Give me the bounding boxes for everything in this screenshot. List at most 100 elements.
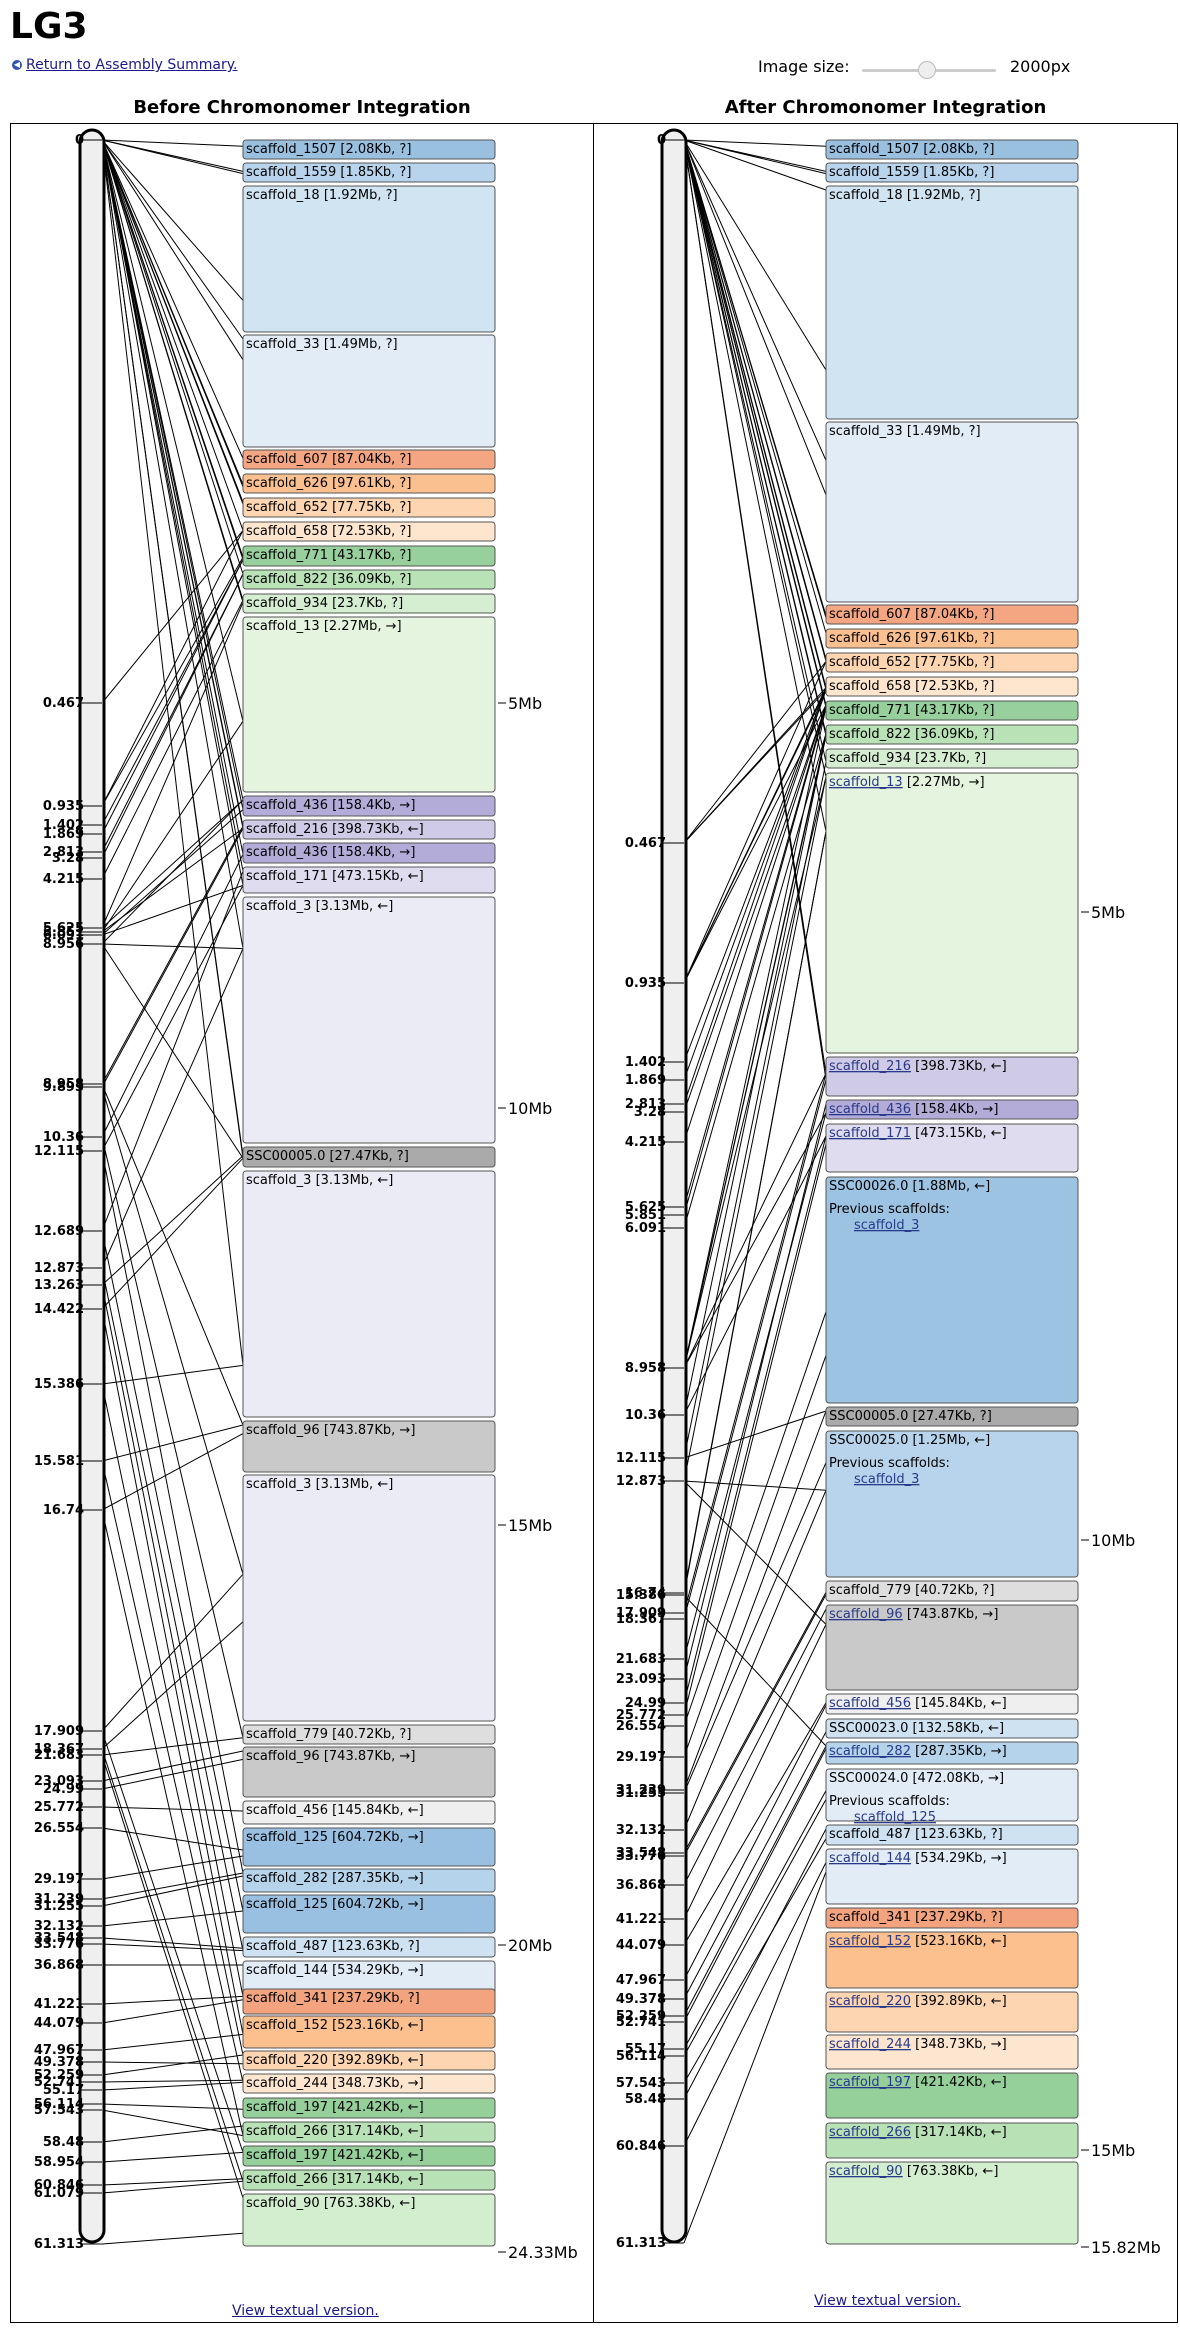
marker-label: 33.776 xyxy=(34,1937,84,1952)
marker-label: 8.956 xyxy=(43,937,84,952)
scaffold-label[interactable]: scaffold_244 [348.73Kb, →] xyxy=(829,2037,1007,2052)
marker-connector xyxy=(683,139,827,461)
scaffold-box: SSC00005.0 [27.47Kb, ?] xyxy=(242,1146,496,1168)
marker-connector xyxy=(683,139,827,736)
scaffold-box[interactable]: scaffold_282 [287.35Kb, →] xyxy=(825,1741,1079,1765)
scaffold-box[interactable]: scaffold_197 [421.42Kb, ←] xyxy=(825,2072,1079,2119)
marker-connector xyxy=(683,139,827,618)
scaffold-box[interactable]: scaffold_436 [158.4Kb, →] xyxy=(825,1099,1079,1120)
scaffold-rect xyxy=(825,185,1079,420)
scaffold-label[interactable]: scaffold_216 [398.73Kb, ←] xyxy=(829,1059,1007,1074)
scaffold-box[interactable]: scaffold_266 [317.14Kb, ←] xyxy=(825,2122,1079,2159)
marker-label: 4.215 xyxy=(625,1135,666,1150)
scaffold-label: scaffold_779 [40.72Kb, ?] xyxy=(829,1583,994,1598)
scaffold-label[interactable]: scaffold_171 [473.15Kb, ←] xyxy=(829,1126,1007,1141)
marker-label: 32.132 xyxy=(616,1823,666,1838)
marker-connector xyxy=(101,1754,244,2199)
marker-label: 1.402 xyxy=(43,818,84,833)
marker-label: 0 xyxy=(657,133,666,148)
scaffold-label[interactable]: scaffold_456 [145.84Kb, ←] xyxy=(829,1696,1007,1711)
scaffold-box[interactable]: scaffold_144 [534.29Kb, →] xyxy=(825,1848,1079,1905)
scaffold-box[interactable]: scaffold_220 [392.89Kb, ←] xyxy=(825,1991,1079,2033)
scaffold-rect xyxy=(242,569,496,590)
scaffold-box[interactable]: scaffold_171 [473.15Kb, ←] xyxy=(825,1123,1079,1173)
scaffold-label: scaffold_1559 [1.85Kb, ?] xyxy=(246,165,411,180)
marker-connector xyxy=(683,139,827,495)
image-size-slider[interactable] xyxy=(862,61,996,79)
scaffold-rect xyxy=(242,473,496,494)
marker-connector xyxy=(101,2109,244,2137)
scaffold-rect xyxy=(242,2015,496,2049)
scaffold-box: scaffold_96 [743.87Kb, →] xyxy=(242,1420,496,1473)
slider-thumb[interactable] xyxy=(918,61,936,79)
scaffold-rect xyxy=(825,421,1079,603)
scaffold-label[interactable]: scaffold_144 [534.29Kb, →] xyxy=(829,1851,1007,1866)
marker-label: 44.079 xyxy=(34,2016,84,2031)
view-textual-link-before[interactable]: View textual version. xyxy=(232,2303,379,2319)
previous-scaffold-link[interactable]: scaffold_125 xyxy=(854,1810,936,1825)
scaffold-label[interactable]: scaffold_152 [523.16Kb, ←] xyxy=(829,1934,1007,1949)
marker-connector xyxy=(101,2061,244,2065)
marker-connector xyxy=(101,2033,244,2051)
scaffold-box: scaffold_626 [97.61Kb, ?] xyxy=(242,473,496,494)
scaffold-rect xyxy=(242,1746,496,1798)
scaffold-box[interactable]: scaffold_244 [348.73Kb, →] xyxy=(825,2034,1079,2070)
marker-connector xyxy=(683,1480,827,1491)
marker-label: 0.467 xyxy=(43,696,84,711)
previous-scaffold-link[interactable]: scaffold_3 xyxy=(854,1472,919,1487)
marker-label: 26.554 xyxy=(34,1821,84,1836)
marker-label: 6.091 xyxy=(43,928,84,943)
scaffold-label[interactable]: scaffold_96 [743.87Kb, →] xyxy=(829,1607,998,1622)
scaffold-label[interactable]: scaffold_197 [421.42Kb, ←] xyxy=(829,2075,1007,2090)
scaffold-rect xyxy=(242,497,496,518)
marker-connector xyxy=(101,799,244,945)
scaffold-box[interactable]: scaffold_152 [523.16Kb, ←] xyxy=(825,1931,1079,1989)
scaffold-box: scaffold_1507 [2.08Kb, ?] xyxy=(825,139,1079,160)
scaffold-label: scaffold_125 [604.72Kb, →] xyxy=(246,1897,424,1912)
scaffold-label: scaffold_607 [87.04Kb, ?] xyxy=(829,607,994,622)
marker-connector xyxy=(683,831,827,1594)
marker-connector xyxy=(683,689,827,1105)
scaffold-rect xyxy=(242,185,496,333)
marker-label: 26.554 xyxy=(616,1719,666,1734)
marker-connector xyxy=(683,1073,827,1614)
scaffold-box[interactable]: scaffold_96 [743.87Kb, →] xyxy=(825,1604,1079,1691)
scaffold-rect xyxy=(242,896,496,1144)
marker-connector xyxy=(101,1086,244,1575)
scaffold-box: scaffold_771 [43.17Kb, ?] xyxy=(825,700,1079,721)
marker-connector xyxy=(101,1872,244,1900)
scaffold-label: scaffold_822 [36.09Kb, ?] xyxy=(829,727,994,742)
scaffold-label: SSC00005.0 [27.47Kb, ?] xyxy=(829,1409,992,1424)
view-textual-link-after[interactable]: View textual version. xyxy=(814,2293,961,2309)
scaffold-box: scaffold_96 [743.87Kb, →] xyxy=(242,1746,496,1798)
marker-label: 33.548 xyxy=(34,1931,84,1946)
scaffold-label[interactable]: scaffold_13 [2.27Mb, →] xyxy=(829,775,985,790)
scaffold-box[interactable]: scaffold_90 [763.38Kb, ←] xyxy=(825,2161,1079,2245)
scaffold-box[interactable]: scaffold_216 [398.73Kb, ←] xyxy=(825,1056,1079,1097)
scaffold-box[interactable]: scaffold_456 [145.84Kb, ←] xyxy=(825,1693,1079,1715)
scaffold-rect xyxy=(242,2073,496,2094)
scaffold-box[interactable]: scaffold_13 [2.27Mb, →] xyxy=(825,772,1079,1054)
scaffold-label[interactable]: scaffold_220 [392.89Kb, ←] xyxy=(829,1994,1007,2009)
page-title: LG3 xyxy=(10,6,88,47)
scaffold-box: SSC00023.0 [132.58Kb, ←] xyxy=(825,1718,1079,1739)
scaffold-box: scaffold_652 [77.75Kb, ?] xyxy=(825,652,1079,673)
previous-scaffolds-label: Previous scaffolds: xyxy=(829,1202,950,1217)
scaffold-box: scaffold_822 [36.09Kb, ?] xyxy=(825,724,1079,745)
marker-label: 61.079 xyxy=(34,2186,84,2201)
scaffold-label[interactable]: scaffold_90 [763.38Kb, ←] xyxy=(829,2164,998,2179)
marker-connector xyxy=(683,735,827,1416)
marker-connector xyxy=(683,139,827,371)
marker-label: 0.935 xyxy=(43,799,84,814)
previous-scaffold-link[interactable]: scaffold_3 xyxy=(854,1218,919,1233)
scaffold-rect xyxy=(242,1894,496,1934)
marker-label: 0.935 xyxy=(625,976,666,991)
marker-connector xyxy=(683,1748,827,2023)
scaffold-label[interactable]: scaffold_266 [317.14Kb, ←] xyxy=(829,2125,1007,2140)
scaffold-rect xyxy=(242,449,496,470)
ruler-label: 5Mb xyxy=(508,694,542,713)
return-to-summary-link[interactable]: ◀Return to Assembly Summary. xyxy=(12,57,237,73)
scaffold-label[interactable]: scaffold_282 [287.35Kb, →] xyxy=(829,1744,1007,1759)
marker-connector xyxy=(683,1591,827,1854)
scaffold-label[interactable]: scaffold_436 [158.4Kb, →] xyxy=(829,1102,998,1117)
